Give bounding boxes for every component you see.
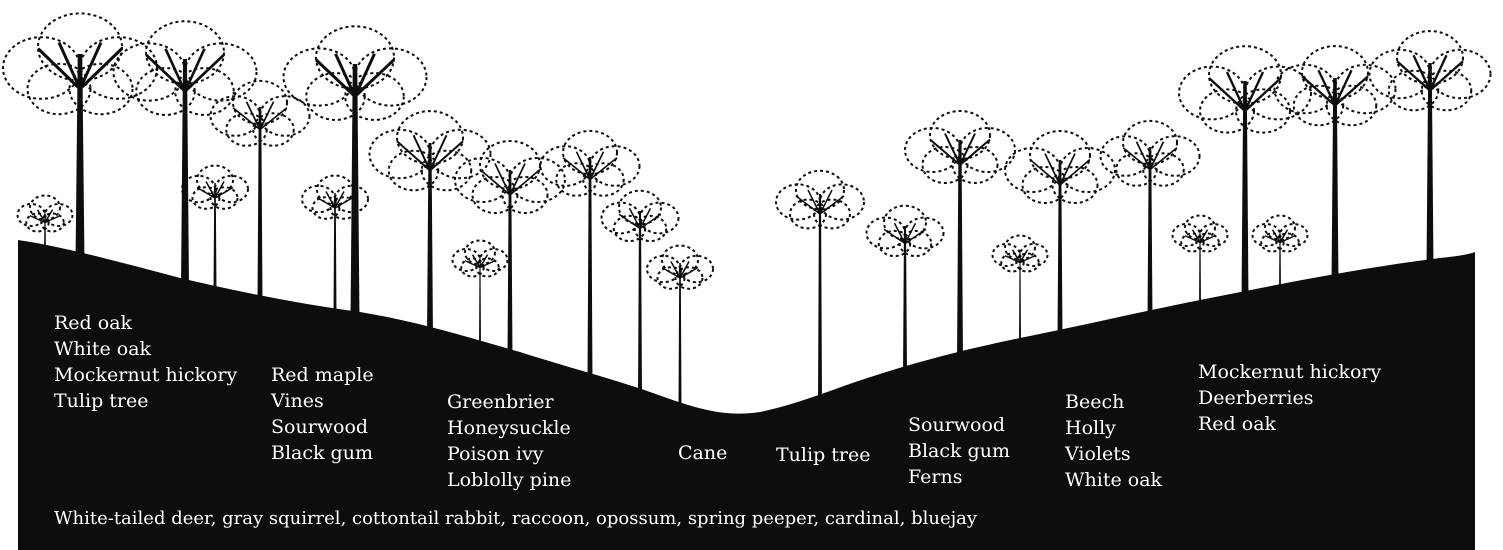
tree-trunk (334, 193, 337, 317)
tree-branch (1123, 148, 1150, 170)
tree-trunk (214, 183, 217, 295)
zone-label-ridge-right: Mockernut hickoryDeerberriesRed oak (1198, 359, 1381, 437)
plant-label: White oak (54, 336, 237, 362)
plant-label: Red maple (271, 362, 374, 388)
tree-branch (166, 49, 186, 92)
plant-label: Red oak (54, 310, 237, 336)
tree-trunk (1058, 160, 1063, 340)
tree-trunk (1332, 78, 1339, 286)
plant-label: Mockernut hickory (1198, 359, 1381, 385)
tree-trunk (181, 59, 189, 289)
animal-list: White-tailed deer, gray squirrel, cotton… (54, 506, 977, 532)
tree-branch (1302, 76, 1335, 105)
tree-branch (185, 49, 205, 92)
tree-branch (430, 141, 463, 170)
tree-branch (316, 60, 355, 97)
tree-branch (820, 196, 844, 214)
plant-label: White oak (1065, 467, 1162, 493)
tree-branch (1430, 61, 1463, 90)
zone-label-lower-slope-left: GreenbrierHoneysucklePoison ivyLoblolly … (447, 389, 571, 493)
plant-label: Loblolly pine (447, 467, 571, 493)
plant-label: Black gum (271, 440, 374, 466)
tree-trunk (1019, 250, 1021, 349)
tree-branch (960, 140, 990, 166)
tree-trunk (427, 143, 433, 340)
tree-branch (930, 140, 960, 166)
tree-branch (510, 170, 540, 196)
tree-branch (59, 43, 80, 90)
plant-label: Holly (1065, 415, 1162, 441)
plant-label: Vines (271, 388, 374, 414)
tree-branch (796, 196, 820, 214)
tree-trunk (903, 226, 907, 378)
plant-label: Black gum (908, 438, 1010, 464)
tree-trunk (1242, 81, 1249, 302)
plant-label: Honeysuckle (447, 415, 571, 441)
plant-label: Sourwood (908, 412, 1010, 438)
tree-branch (355, 54, 375, 97)
tree-trunk (508, 170, 513, 360)
plant-label: Red oak (1198, 411, 1381, 437)
zone-label-stream-bottom: Cane (678, 440, 727, 466)
tree-branch (1030, 160, 1060, 186)
tree-branch (397, 141, 430, 170)
tree-trunk (1427, 63, 1434, 270)
plant-label: Deerberries (1198, 385, 1381, 411)
zone-label-slope-left: Red mapleVinesSourwoodBlack gum (271, 362, 374, 466)
plant-label: Ferns (908, 464, 1010, 490)
tree-branch (355, 60, 394, 97)
zone-label-ridge-left: Red oakWhite oakMockernut hickoryTulip t… (54, 310, 237, 414)
plant-label: Tulip tree (776, 442, 870, 468)
plant-label: Poison ivy (447, 441, 571, 467)
tree-branch (146, 55, 185, 92)
tree-branch (1150, 148, 1177, 170)
tree-branch (1397, 61, 1430, 90)
zone-label-bottom-right: Tulip tree (776, 442, 870, 468)
tree-branch (590, 158, 617, 180)
plant-label: Sourwood (271, 414, 374, 440)
tree-branch (233, 108, 260, 130)
tree-branch (563, 158, 590, 180)
plant-label: Tulip tree (54, 388, 237, 414)
plant-label: Beech (1065, 389, 1162, 415)
plant-label: Cane (678, 440, 727, 466)
tree-trunk (1148, 147, 1153, 321)
tree-branch (1335, 76, 1368, 105)
tree-branch (38, 49, 80, 90)
tree-branch (480, 170, 510, 196)
tree-trunk (479, 255, 481, 352)
tree-branch (80, 43, 101, 90)
tree-branch (1060, 160, 1090, 186)
tree-branch (260, 108, 287, 130)
tree-trunk (258, 107, 263, 303)
plant-label: Mockernut hickory (54, 362, 237, 388)
plant-label: Greenbrier (447, 389, 571, 415)
plant-label: Violets (1065, 441, 1162, 467)
tree-branch (1209, 78, 1245, 111)
tree-branch (336, 54, 356, 97)
zone-label-slope-right: BeechHollyVioletsWhite oak (1065, 389, 1162, 493)
tree-trunk (957, 140, 963, 364)
zone-label-lower-slope-right: SourwoodBlack gumFerns (908, 412, 1010, 490)
tree-branch (1227, 72, 1245, 111)
tree-branch (185, 55, 224, 92)
